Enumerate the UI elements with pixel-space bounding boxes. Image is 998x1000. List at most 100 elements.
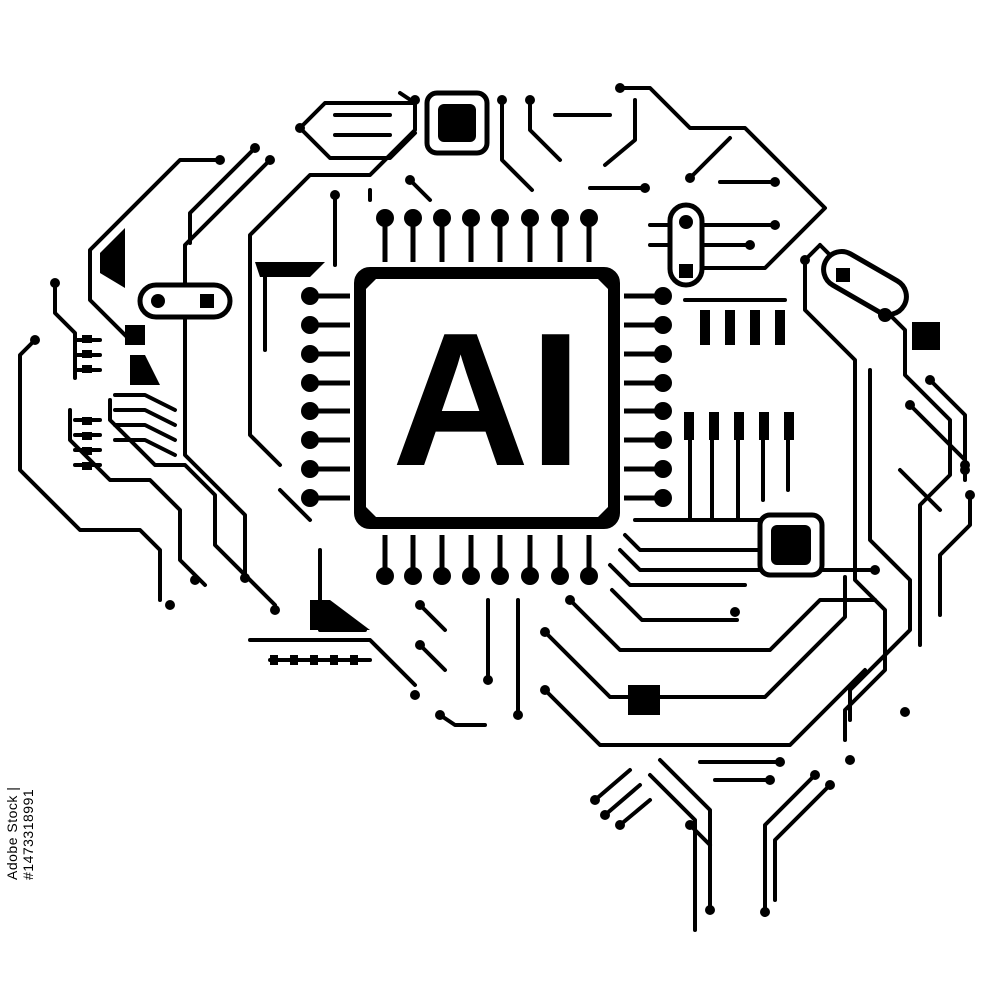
trace-end-dot-43 [705, 905, 715, 915]
small-block-15 [82, 462, 92, 470]
trace-end-dot-18 [770, 220, 780, 230]
chip-pin-left-2-pad [301, 345, 319, 363]
trace-end-dot-8 [270, 605, 280, 615]
small-block-20 [350, 655, 358, 665]
small-block-7 [759, 412, 769, 440]
chip-corner-bl [360, 501, 382, 523]
chip-pin-bottom-3-pad [462, 567, 480, 585]
trace-end-dot-45 [775, 757, 785, 767]
chip-pin-bottom-0-pad [376, 567, 394, 585]
trace-end-dot-47 [810, 770, 820, 780]
trace-end-dot-15 [640, 183, 650, 193]
trace-end-dot-0 [215, 155, 225, 165]
flag-pad [255, 262, 325, 277]
square-pad-1 [628, 685, 660, 715]
chip-pin-top-3-pad [462, 209, 480, 227]
trace-end-dot-38 [415, 640, 425, 650]
small-block-6 [734, 412, 744, 440]
chip-pin-bottom-6-pad [551, 567, 569, 585]
trace-end-dot-14 [405, 175, 415, 185]
trace-end-dot-23 [965, 490, 975, 500]
small-block-19 [330, 655, 338, 665]
trace-end-dot-26 [900, 707, 910, 717]
small-block-11 [82, 365, 92, 373]
trace-end-dot-49 [295, 123, 305, 133]
small-block-17 [290, 655, 298, 665]
trace-end-dot-40 [600, 810, 610, 820]
trace-end-dot-25 [925, 375, 935, 385]
chip-pin-left-1-pad [301, 316, 319, 334]
triangle-pad-2 [130, 355, 160, 385]
trace-end-dot-9 [615, 83, 625, 93]
small-block-9 [82, 335, 92, 343]
trace-end-dot-20 [800, 255, 810, 265]
trace-end-dot-2 [265, 155, 275, 165]
trace-end-dot-12 [410, 95, 420, 105]
resistor-right-block [836, 268, 850, 282]
trace-end-dot-48 [825, 780, 835, 790]
trace-end-dot-3 [50, 278, 60, 288]
chip-pin-top-5-pad [521, 209, 539, 227]
chip-pin-top-0-pad [376, 209, 394, 227]
trace-end-dot-5 [165, 600, 175, 610]
trace-end-dot-31 [540, 627, 550, 637]
trace-end-dot-1 [250, 143, 260, 153]
resistor-right [821, 249, 909, 317]
block-pad [310, 600, 370, 630]
chip-pin-left-4-pad [301, 402, 319, 420]
ai-chip: AI [301, 209, 672, 585]
trace-end-dot-35 [513, 710, 523, 720]
trace-end-dot-28 [870, 565, 880, 575]
chip-pin-left-3-pad [301, 374, 319, 392]
components [30, 83, 975, 917]
chip-pin-top-1-pad [404, 209, 422, 227]
small-block-10 [82, 350, 92, 358]
small-block-4 [684, 412, 694, 440]
resistor-top-right [667, 202, 705, 288]
trace-end-dot-22 [960, 460, 970, 470]
trace-end-dot-19 [745, 240, 755, 250]
trace-end-dot-30 [565, 595, 575, 605]
chip-pin-left-0-pad [301, 287, 319, 305]
chip-pin-bottom-1-pad [404, 567, 422, 585]
chip-pin-right-3-pad [654, 374, 672, 392]
chip-pin-left-5-pad [301, 431, 319, 449]
small-block-14 [82, 447, 92, 455]
small-block-16 [270, 655, 278, 665]
square-pad-2 [912, 322, 940, 350]
small-block-0 [700, 310, 710, 345]
resistor-right-dot [878, 308, 892, 322]
resistor-left-dot [151, 294, 165, 308]
trace-end-dot-17 [685, 173, 695, 183]
trace-end-dot-10 [497, 95, 507, 105]
chip-pin-top-4-pad [491, 209, 509, 227]
chip-pin-left-6-pad [301, 460, 319, 478]
chip-pin-right-7-pad [654, 489, 672, 507]
trace-end-dot-34 [483, 675, 493, 685]
small-block-8 [784, 412, 794, 440]
trace-end-dot-11 [525, 95, 535, 105]
component-top-core [438, 104, 476, 142]
chip-pin-right-5-pad [654, 431, 672, 449]
trace-end-dot-33 [435, 710, 445, 720]
small-block-18 [310, 655, 318, 665]
chip-pins [301, 209, 672, 585]
trace-end-dot-46 [765, 775, 775, 785]
small-block-1 [725, 310, 735, 345]
trace-end-dot-13 [330, 190, 340, 200]
small-block-3 [775, 310, 785, 345]
chip-pin-top-2-pad [433, 209, 451, 227]
component-right-core [771, 525, 811, 565]
trace-end-dot-42 [685, 820, 695, 830]
chip-pin-bottom-2-pad [433, 567, 451, 585]
chip-corner-tr [592, 273, 614, 295]
trace-end-dot-36 [410, 690, 420, 700]
trace-end-dot-29 [730, 607, 740, 617]
chip-pin-bottom-5-pad [521, 567, 539, 585]
square-pad-3 [125, 325, 145, 345]
chip-pin-right-6-pad [654, 460, 672, 478]
trace-end-dot-32 [540, 685, 550, 695]
chip-pin-top-6-pad [551, 209, 569, 227]
chip-pin-bottom-4-pad [491, 567, 509, 585]
